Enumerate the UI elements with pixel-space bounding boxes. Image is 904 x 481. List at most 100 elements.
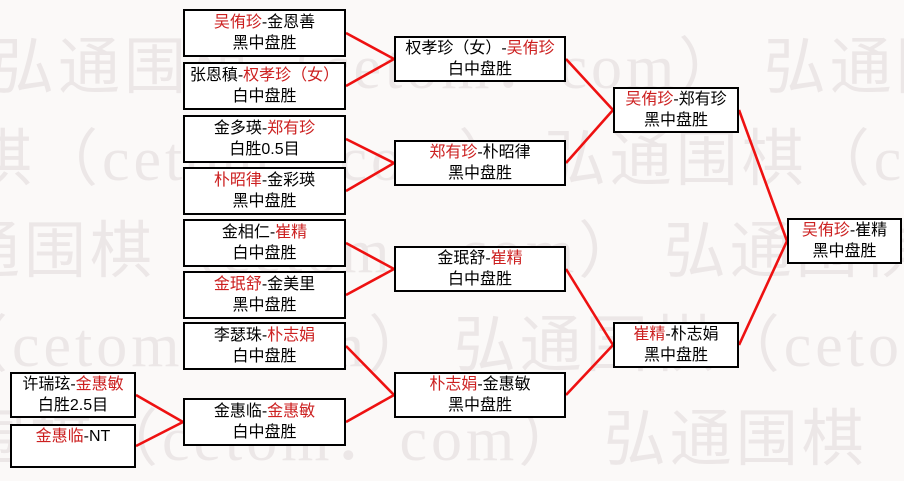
match-result: 黑中盘胜 <box>643 347 708 364</box>
match-result: 黑中盘胜 <box>232 297 297 314</box>
match-result: 黑中盘胜 <box>232 35 297 52</box>
vs-dash: - <box>477 376 483 393</box>
vs-dash: - <box>485 250 491 267</box>
winner-player-name: 郑有珍 <box>429 144 478 161</box>
match-players: 金相仁-崔精 <box>222 222 307 243</box>
match-box-b1: 吴侑珍-金恩善黑中盘胜 <box>183 9 346 57</box>
match-result: 黑中盘胜 <box>447 165 512 182</box>
vs-dash: - <box>261 14 268 31</box>
match-result: 黑中盘胜 <box>232 193 297 210</box>
match-players: 吴侑珍-崔精 <box>802 220 887 241</box>
winner-player-name: 吴侑珍 <box>506 40 555 57</box>
match-result: 白胜0.5目 <box>229 141 300 158</box>
connector-line <box>345 31 395 61</box>
match-result: 黑中盘胜 <box>643 112 708 129</box>
winner-player-name: 金惠敏 <box>75 376 124 393</box>
vs-dash: - <box>70 376 76 393</box>
match-result: 黑中盘胜 <box>812 243 877 260</box>
connector-line <box>345 241 395 271</box>
player-name: 朴志娟 <box>670 326 719 343</box>
vs-dash: - <box>665 326 671 343</box>
player-name: 金相仁 <box>221 224 270 241</box>
vs-dash: - <box>501 40 507 57</box>
vs-dash: - <box>237 67 244 84</box>
winner-player-name: 吴侑珍 <box>213 14 262 31</box>
player-name: 张恩稹 <box>189 67 238 84</box>
match-box-b2: 张恩稹-权孝珍（女） 白中盘胜 <box>183 62 346 110</box>
match-box-a2: 金惠临-NT <box>10 424 136 468</box>
connector-line <box>345 267 395 297</box>
match-result: 白中盘胜 <box>232 88 297 105</box>
winner-player-name: 郑有珍 <box>267 120 316 137</box>
match-players: 金多瑛-郑有珍 <box>214 118 315 139</box>
match-players: 朴志娟-金惠敏 <box>429 374 530 395</box>
player-name: 金珉舒 <box>437 250 486 267</box>
player-name: 李瑟珠 <box>213 327 262 344</box>
connector-line <box>565 344 614 396</box>
vs-dash: - <box>269 224 276 241</box>
connector-line <box>564 268 615 346</box>
match-result: 白中盘胜 <box>447 271 512 288</box>
winner-player-name: 崔精 <box>633 326 666 343</box>
match-players: 吴侑珍-郑有珍 <box>625 89 726 110</box>
player-name: 郑有珍 <box>678 91 727 108</box>
watermark-text: 弘通围棋（cetom．com） 弘通围棋（cetom．com） 弘通围棋（cet… <box>0 294 904 384</box>
connector-line <box>737 109 789 242</box>
match-box-b7: 李瑟珠-朴志娟白中盘胜 <box>183 322 346 370</box>
match-players: 金惠临-金惠敏 <box>214 401 315 422</box>
match-box-r4: 朴志娟-金惠敏黑中盘胜 <box>394 372 566 418</box>
player-name: 金彩瑛 <box>267 172 316 189</box>
match-players: 张恩稹-权孝珍（女） <box>190 65 339 86</box>
match-box-b6: 金珉舒-金美里黑中盘胜 <box>183 271 346 319</box>
connector-line <box>345 137 395 165</box>
match-box-b5: 金相仁-崔精白中盘胜 <box>183 219 346 267</box>
player-name: 朴昭律 <box>482 144 531 161</box>
winner-player-name: 金惠敏 <box>267 403 316 420</box>
connector-line <box>345 161 395 193</box>
player-name: 金美里 <box>267 276 316 293</box>
match-box-s1: 吴侑珍-郑有珍黑中盘胜 <box>613 87 739 133</box>
vs-dash: - <box>261 120 268 137</box>
connector-line <box>345 393 395 424</box>
connector-line <box>345 345 395 396</box>
connector-line <box>135 393 184 424</box>
winner-player-name: 权孝珍（女） <box>243 67 340 84</box>
match-players: 许瑞玹-金惠敏 <box>22 374 123 395</box>
match-result: 白中盘胜 <box>232 245 297 262</box>
match-box-b3: 金多瑛-郑有珍白胜0.5目 <box>183 115 346 163</box>
vs-dash: - <box>477 144 483 161</box>
player-name: 金惠临 <box>213 403 262 420</box>
connector-line <box>565 58 614 111</box>
match-players: 吴侑珍-金恩善 <box>214 12 315 33</box>
vs-dash: - <box>261 327 268 344</box>
match-players: 金珉舒-金美里 <box>214 274 315 295</box>
player-name: 许瑞玹 <box>22 376 71 393</box>
player-name: 金惠敏 <box>482 376 531 393</box>
match-players: 金惠临-NT <box>36 426 111 447</box>
match-players: 崔精-朴志娟 <box>633 324 718 345</box>
match-box-s2: 崔精-朴志娟黑中盘胜 <box>613 322 739 368</box>
match-result: 白中盘胜 <box>232 424 297 441</box>
match-players: 朴昭律-金彩瑛 <box>214 170 315 191</box>
player-name: 金多瑛 <box>213 120 262 137</box>
match-result: 白中盘胜 <box>232 348 297 365</box>
vs-dash: - <box>261 172 268 189</box>
vs-dash: - <box>261 276 268 293</box>
vs-dash: - <box>849 222 856 239</box>
connector-line <box>737 240 789 346</box>
winner-player-name: 崔精 <box>275 224 308 241</box>
winner-player-name: 吴侑珍 <box>625 91 674 108</box>
match-box-a1: 许瑞玹-金惠敏白胜2.5目 <box>10 372 136 418</box>
match-box-b8: 金惠临-金惠敏白中盘胜 <box>183 398 346 446</box>
match-result: 白中盘胜 <box>447 61 512 78</box>
match-players: 金珉舒-崔精 <box>437 248 522 269</box>
connector-line <box>345 57 395 88</box>
vs-dash: - <box>673 91 679 108</box>
match-result: 白胜2.5目 <box>37 397 109 414</box>
player-name: NT <box>89 428 111 445</box>
player-name: 金恩善 <box>267 14 316 31</box>
winner-player-name: 朴志娟 <box>267 327 316 344</box>
winner-player-name: 金珉舒 <box>213 276 262 293</box>
winner-player-name: 朴昭律 <box>213 172 262 189</box>
